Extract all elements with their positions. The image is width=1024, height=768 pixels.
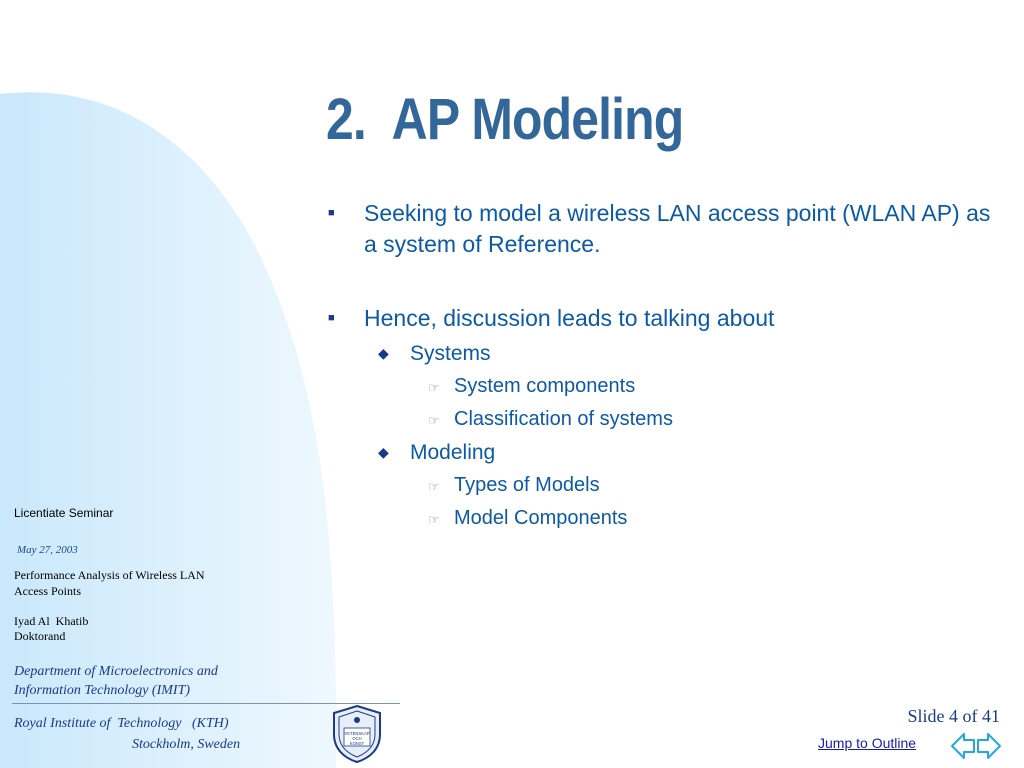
bullet-item: ■ Seeking to model a wireless LAN access… [326, 198, 1006, 260]
title-number: 2. [326, 87, 367, 152]
sub-sub-bullet-item: ☞ System components [326, 370, 1006, 403]
slide-title: 2. AP Modeling [326, 86, 685, 153]
sub-bullet-item: ◆ Systems [326, 337, 1006, 370]
jump-to-outline-link[interactable]: Jump to Outline [818, 735, 917, 751]
sub-sub-bullet-item: ☞ Model Components [326, 502, 1006, 535]
author-role: Doktorand [14, 629, 66, 643]
bullet-list: ■ Seeking to model a wireless LAN access… [326, 198, 1006, 535]
title-text: AP Modeling [391, 87, 685, 152]
institute-label: Royal Institute of Technology (KTH) [14, 716, 229, 731]
seminar-label: Licentiate Seminar [14, 506, 114, 520]
seal-text: KONST [350, 741, 365, 746]
talk-title-line: Performance Analysis of Wireless LAN [14, 568, 205, 582]
pointing-hand-icon: ☞ [428, 413, 440, 428]
bullet-item: ■ Hence, discussion leads to talking abo… [326, 303, 1006, 334]
talk-title-line: Access Points [14, 584, 81, 598]
sub-sub-bullet-text: Types of Models [454, 474, 600, 496]
bullet-text: Hence, discussion leads to talking about [364, 305, 775, 331]
author-block: Iyad Al Khatib Doktorand [14, 614, 88, 644]
square-bullet-icon: ■ [328, 207, 335, 219]
seal-text: OCH [352, 736, 361, 741]
pointing-hand-icon: ☞ [428, 380, 440, 395]
city-label: Stockholm, Sweden [132, 737, 241, 752]
department-line: Information Technology (IMIT) [14, 683, 191, 698]
sub-sub-bullet-text: Classification of systems [454, 408, 673, 430]
seal-text: VETENSKAP [344, 731, 369, 736]
sub-sub-bullet-text: System components [454, 375, 636, 397]
sub-sub-bullet-item: ☞ Classification of systems [326, 403, 1006, 436]
square-bullet-icon: ■ [328, 312, 335, 324]
pointing-hand-icon: ☞ [428, 512, 440, 527]
sub-sub-bullet-item: ☞ Types of Models [326, 469, 1006, 502]
sub-bullet-text: Modeling [410, 441, 496, 464]
bullet-text: Seeking to model a wireless LAN access p… [364, 200, 991, 257]
sub-bullet-text: Systems [410, 342, 491, 365]
slide-number: Slide 4 of 41 [907, 706, 1001, 726]
prev-next-arrows-icon[interactable] [950, 730, 1002, 762]
footer-divider [12, 703, 400, 704]
department-label: Department of Microelectronics and Infor… [14, 662, 218, 700]
kth-seal-icon: VETENSKAP OCH KONST [333, 704, 381, 764]
pointing-hand-icon: ☞ [428, 479, 440, 494]
department-line: Department of Microelectronics and [14, 664, 218, 679]
date-label: May 27, 2003 [17, 544, 78, 556]
sub-sub-bullet-text: Model Components [454, 507, 628, 529]
diamond-bullet-icon: ◆ [378, 444, 389, 460]
sub-bullet-item: ◆ Modeling [326, 436, 1006, 469]
author-name: Iyad Al Khatib [14, 614, 89, 628]
talk-title: Performance Analysis of Wireless LAN Acc… [14, 567, 205, 599]
diamond-bullet-icon: ◆ [378, 345, 389, 361]
